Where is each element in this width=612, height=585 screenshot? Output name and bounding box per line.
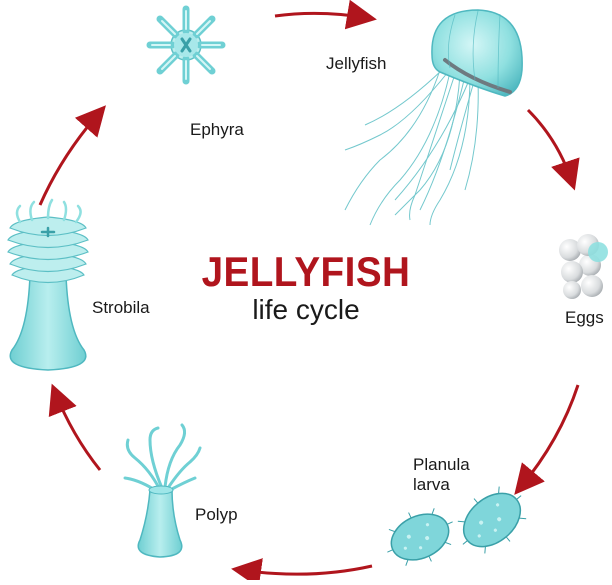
polyp-icon — [123, 423, 202, 558]
arrow-ephyra-to-jellyfish — [274, 0, 377, 30]
label-eggs: Eggs — [565, 308, 604, 327]
strobila-icon — [7, 198, 89, 371]
ephyra-icon — [146, 5, 226, 85]
arrow-strobila-to-ephyra — [38, 105, 106, 206]
arrow-polyp-to-strobila — [48, 383, 102, 471]
label-strobila: Strobila — [92, 298, 150, 317]
diagram-title: JELLYFISH — [201, 248, 411, 295]
jellyfish-icon — [344, 9, 523, 226]
diagram-subtitle: life cycle — [252, 294, 360, 325]
label-jellyfish: Jellyfish — [326, 54, 387, 73]
cycle-arrows — [38, 0, 580, 585]
arrow-planula-to-polyp — [231, 558, 373, 585]
eggs-icon — [559, 234, 608, 299]
label-planula-larva: Planula larva — [413, 455, 470, 494]
planula-larva-icon — [387, 486, 527, 566]
label-polyp: Polyp — [195, 505, 238, 524]
arrow-jellyfish-to-eggs — [526, 108, 580, 191]
arrow-eggs-to-planula — [514, 384, 580, 495]
label-ephyra: Ephyra — [190, 120, 244, 139]
